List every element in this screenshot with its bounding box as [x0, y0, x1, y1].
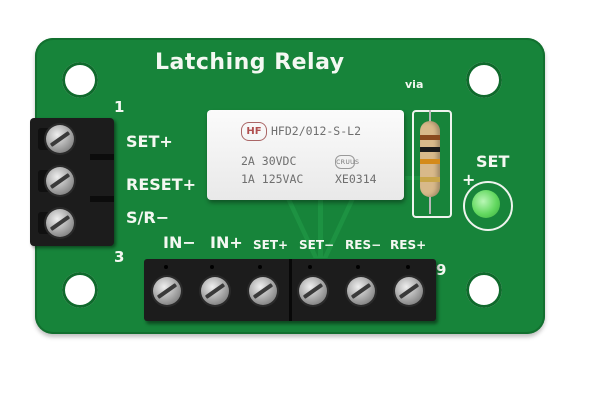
side-terminal-label: RESET+: [126, 175, 197, 194]
bottom-terminal-block: [144, 259, 436, 321]
bottom-terminal-label: RES−: [345, 238, 382, 252]
side-terminal-label: SET+: [126, 132, 173, 151]
relay-logo: HF: [241, 122, 267, 141]
relay-code: XE0314: [335, 172, 377, 186]
board-title: Latching Relay: [155, 50, 345, 75]
led-outline: [463, 181, 513, 231]
screw-icon: [46, 209, 74, 237]
pcb-trace: [318, 200, 323, 258]
screw-icon: [347, 277, 375, 305]
resistor: [420, 121, 440, 197]
certification-mark: cʀᴜus: [335, 155, 359, 169]
screw-icon: [46, 125, 74, 153]
screw-icon: [395, 277, 423, 305]
pin-number-3: 3: [114, 248, 125, 266]
resistor-lead: [429, 110, 431, 122]
terminal-seam: [289, 259, 292, 321]
bottom-terminal-label: SET+: [253, 238, 289, 252]
pin-number-9: 9: [436, 261, 447, 279]
side-terminal-label: S/R−: [126, 208, 170, 227]
pcb-trace: [405, 176, 425, 180]
terminal-fin: [90, 196, 114, 202]
mounting-hole: [466, 62, 502, 98]
screw-icon: [46, 167, 74, 195]
mounting-hole: [62, 62, 98, 98]
screw-icon: [249, 277, 277, 305]
bottom-terminal-label: RES+: [390, 238, 427, 252]
relay-component: HF HFD2/012-S-L2 2A 30VDC 1A 125VAC cʀᴜu…: [207, 110, 404, 200]
resistor-outline: [412, 110, 452, 218]
pin-number-1: 1: [114, 98, 125, 116]
relay-rating-1: 2A 30VDC: [241, 154, 297, 168]
via-label: via: [405, 78, 424, 91]
screw-icon: [153, 277, 181, 305]
terminal-fin: [90, 154, 114, 160]
bottom-terminal-label: IN+: [210, 233, 243, 252]
mounting-hole: [62, 272, 98, 308]
bottom-terminal-label: SET−: [299, 238, 335, 252]
screw-icon: [299, 277, 327, 305]
resistor-lead: [429, 196, 431, 214]
led-indicator: [472, 190, 500, 218]
led-label: SET: [476, 152, 510, 171]
mounting-hole: [466, 272, 502, 308]
relay-model: HFD2/012-S-L2: [271, 124, 362, 138]
led-polarity: +: [462, 170, 476, 189]
bottom-terminal-label: IN−: [163, 233, 196, 252]
screw-icon: [201, 277, 229, 305]
relay-rating-2: 1A 125VAC: [241, 172, 304, 186]
